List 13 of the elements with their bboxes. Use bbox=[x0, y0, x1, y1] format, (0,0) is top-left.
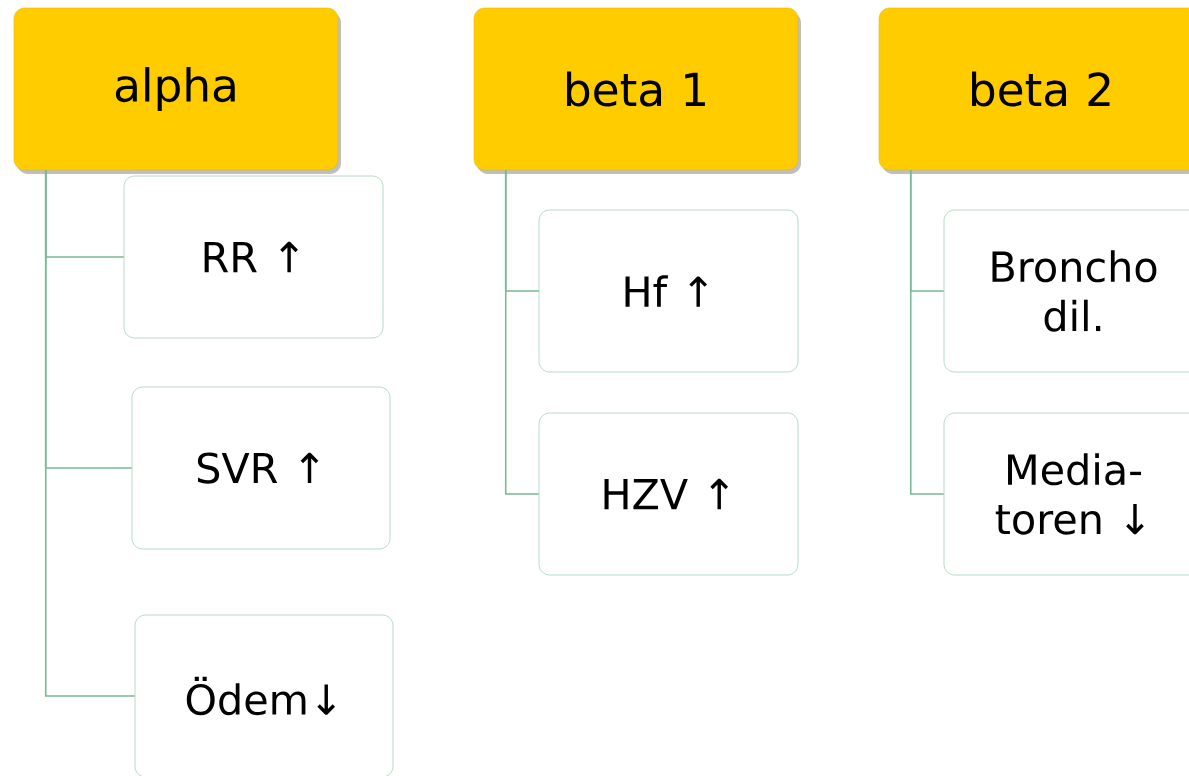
item-box: Broncho dil. bbox=[943, 209, 1189, 373]
item-box: Ödem↓ bbox=[134, 614, 394, 776]
item-box: SVR ↑ bbox=[131, 386, 391, 550]
item-box: HZV ↑ bbox=[538, 412, 799, 576]
header-box: beta 1 bbox=[473, 7, 799, 171]
connector-line bbox=[504, 169, 540, 495]
connector-line bbox=[44, 169, 136, 697]
item-box: RR ↑ bbox=[123, 175, 384, 339]
header-box: alpha bbox=[13, 7, 339, 171]
item-box: Media- toren ↓ bbox=[943, 412, 1189, 576]
item-box: Hf ↑ bbox=[538, 209, 799, 373]
connector-line bbox=[909, 169, 945, 495]
header-box: beta 2 bbox=[878, 7, 1189, 171]
